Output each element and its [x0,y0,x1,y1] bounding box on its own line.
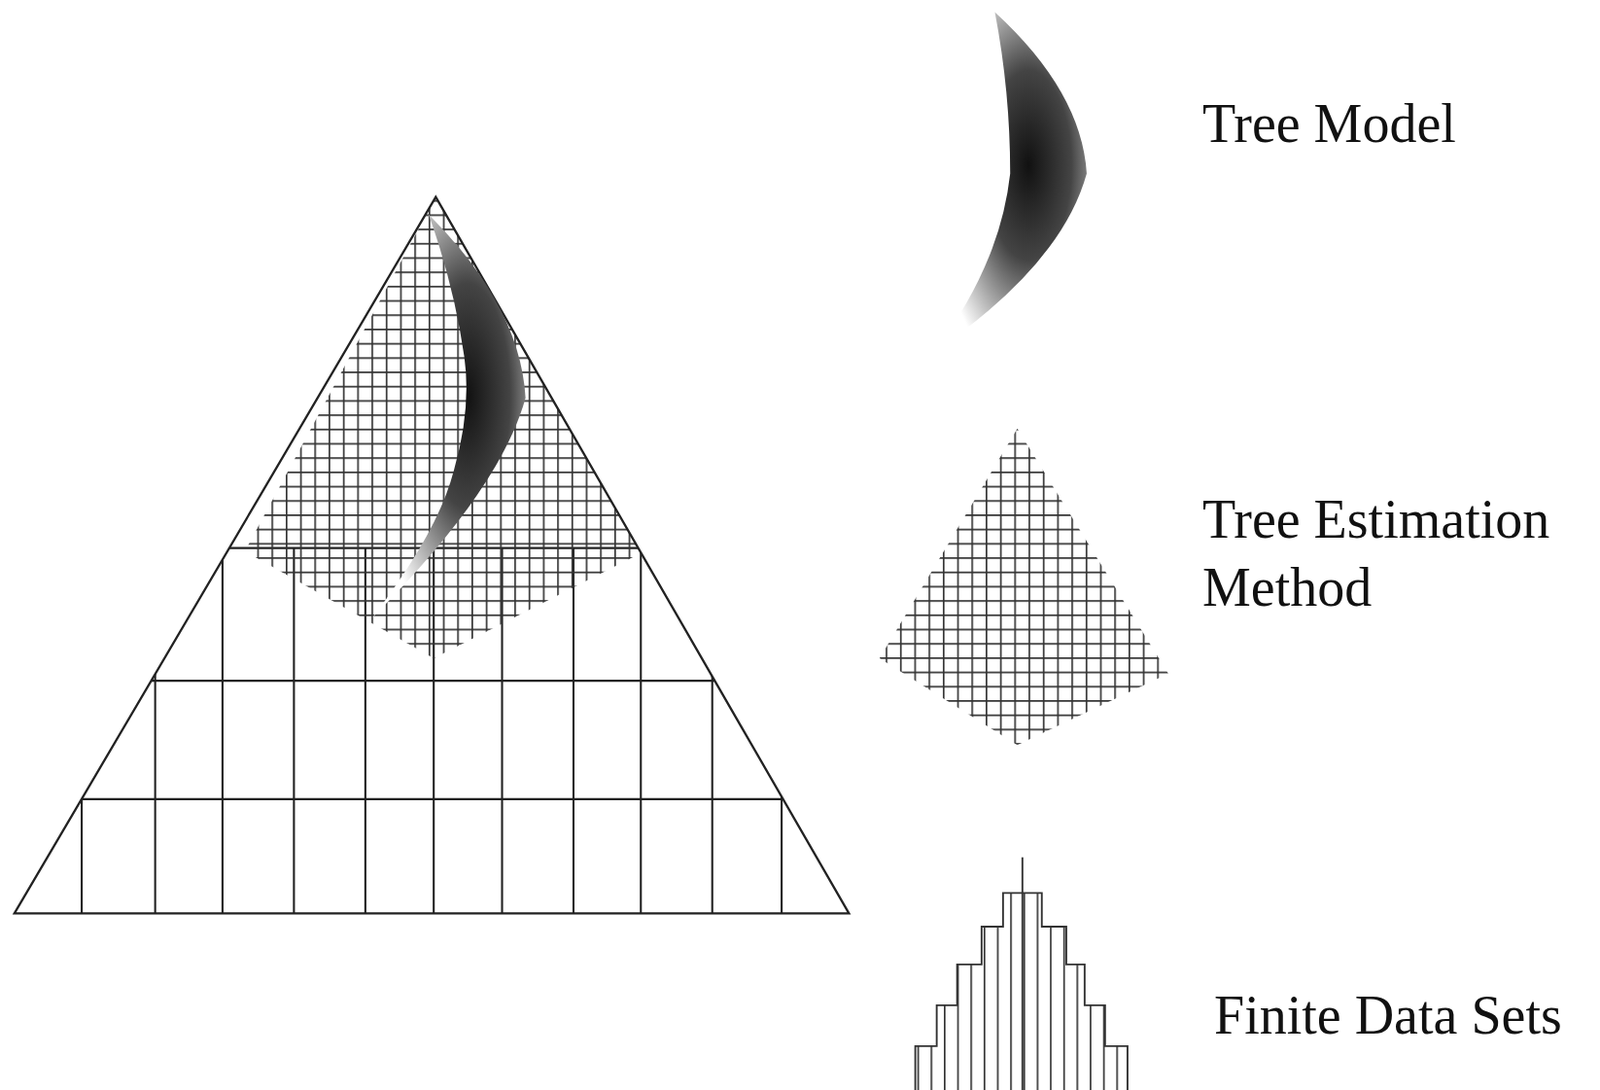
big-triangle [14,197,850,914]
tree-model-shape [372,213,525,618]
legend-label: Tree Estimation Method [1202,485,1592,622]
coarse-grid [0,197,919,914]
fine-hatch-region [244,197,645,659]
legend-label: Tree Model [1202,89,1457,158]
estimation-method-sample [879,428,1169,745]
finite-data-sample [915,892,1128,1090]
tree-model-sample [934,12,1087,353]
finite-data-stem [1021,857,1024,1090]
legend-label: Finite Data Sets [1214,980,1563,1049]
